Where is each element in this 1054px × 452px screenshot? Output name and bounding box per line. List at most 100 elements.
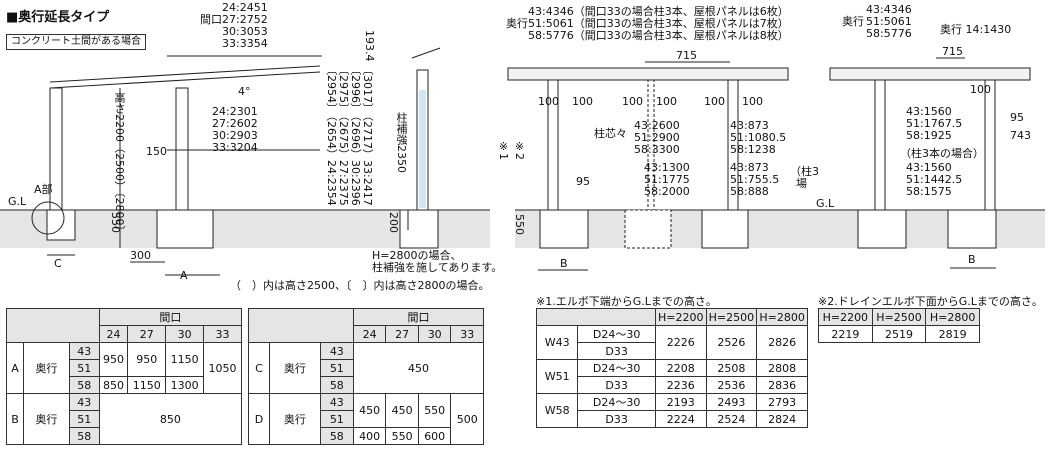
- mid-bot-2: 58:2000: [644, 185, 690, 198]
- h1-w58-r0-3: 2793: [756, 393, 808, 411]
- h1-w58-r0-2: 2493: [705, 393, 758, 411]
- mid-bot-0: 43:1300: [644, 161, 690, 174]
- h1-w43-v1: 2226: [654, 325, 707, 360]
- h1-w51-r1-1: 2236: [654, 376, 707, 394]
- front-715: 715: [676, 49, 697, 62]
- post-h1-0: 24:2354: [325, 160, 338, 206]
- dim-lower-3: 33:3204: [212, 141, 258, 154]
- table-ab-header: 間口: [98, 308, 243, 326]
- r-bot-0: 43:873: [730, 161, 769, 174]
- post-h3-2: 〔2996〕: [349, 64, 362, 114]
- post-h3-0: 〔2954〕: [325, 64, 338, 114]
- d-cell-0-3: 500: [450, 393, 484, 445]
- mid-top-0: 43:2600: [634, 119, 680, 132]
- front-depth-prefix: 奥行: [506, 17, 528, 30]
- side-depth-1: 51:5061: [866, 15, 912, 28]
- h1-w58-r1-2: 2524: [705, 410, 758, 428]
- post-h2-3: （2717）: [361, 110, 374, 160]
- row-a-depth: 奥行: [23, 342, 70, 394]
- front-100-e: 100: [704, 95, 725, 108]
- note-1: ※1.エルボ下端からG.Lまでの高さ。: [536, 295, 717, 308]
- cd-d58: 58: [319, 376, 354, 394]
- h2-col-2: H=2800: [925, 308, 980, 326]
- post-h1-2: 30:2396: [349, 160, 362, 206]
- table-h2: H=2200 H=2500 H=2800 2219 2519 2819: [818, 308, 980, 343]
- d-cell-0-2: 550: [417, 393, 452, 428]
- post-h3-1: 〔2975〕: [337, 64, 350, 114]
- ab-d43: 43: [68, 342, 100, 360]
- side-bot-2: 58:1575: [906, 185, 952, 198]
- side-715: 715: [942, 45, 963, 58]
- side-depth-0: 43:4346: [866, 3, 912, 16]
- side-743: 743: [1010, 129, 1031, 142]
- a-cell-0-1: 950: [127, 342, 167, 377]
- front-100-a: 100: [538, 95, 559, 108]
- cd-dd51: 51: [319, 410, 354, 428]
- dim-200: 200: [387, 212, 400, 233]
- a-cell-0-0: 950: [98, 342, 129, 377]
- a-cell-1-0: 850: [98, 376, 129, 394]
- mid-top-2: 58:3300: [634, 143, 680, 156]
- dim-150: 150: [146, 145, 167, 158]
- h1-w43-d1: D24〜30: [577, 325, 656, 343]
- ab-col-2: 30: [165, 325, 205, 343]
- label-b-side: B: [968, 253, 976, 266]
- post-h2-1: （2675）: [337, 110, 350, 160]
- b-value: 850: [98, 393, 243, 445]
- d-cell-1-1: 550: [385, 427, 419, 445]
- cd-dd58: 58: [319, 427, 354, 445]
- h2-col-1: H=2500: [871, 308, 927, 326]
- note-paren: （ ）内は高さ2500、〔 〕内は高さ2800の場合。: [230, 279, 490, 292]
- star1: ※1: [497, 140, 510, 160]
- h1-w58-r1-3: 2824: [756, 410, 808, 428]
- r-top-2: 58:1238: [730, 143, 776, 156]
- d-cell-1-0: 400: [352, 427, 387, 445]
- table-cd: 間口 24 27 30 33 C 奥行 43 450 51 58 D 奥行 43…: [248, 308, 485, 445]
- post-h1-1: 27:2375: [337, 160, 350, 206]
- front-depth-1: 51:5061（間口33の場合柱3本、屋根パネルは7枚）: [528, 17, 789, 30]
- h1-w58-d2: D33: [577, 410, 656, 428]
- side-depth-prefix: 奥行: [842, 15, 864, 28]
- h1-col-1: H=2500: [705, 308, 758, 326]
- front-depth-2: 58:5776（間口33の場合柱3本、屋根パネルは8枚）: [528, 29, 789, 42]
- col3-case: （柱3本の場合）: [900, 147, 984, 160]
- row-d: D: [248, 393, 270, 445]
- post-h1-3: 33:2417: [361, 160, 374, 206]
- dim-height-main: 高さ2200（2500）〔2800〕: [113, 92, 126, 237]
- ab-b-d51: 51: [68, 410, 100, 428]
- h1-col-0: H=2200: [654, 308, 707, 326]
- h2-val-1: 2519: [871, 325, 927, 343]
- cd-col-1: 27: [385, 325, 419, 343]
- col3-side2: 場: [796, 177, 807, 190]
- dim-lower-0: 24:2301: [212, 105, 258, 118]
- row-b-depth: 奥行: [23, 393, 70, 445]
- c-value: 450: [352, 342, 485, 394]
- col3-side: （柱3: [790, 165, 819, 178]
- star2: ※2: [513, 140, 526, 160]
- depth-ext: 奥行 14:1430: [940, 23, 1012, 36]
- table-h1: H=2200 H=2500 H=2800 W43 D24〜30 2226 252…: [535, 308, 808, 428]
- r-top-0: 43:873: [730, 119, 769, 132]
- dim-lower-1: 27:2602: [212, 117, 258, 130]
- r-bot-1: 51:755.5: [730, 173, 780, 186]
- note-2: ※2.ドレインエルボ下面からG.Lまでの高さ。: [818, 295, 1043, 308]
- r-bot-2: 58:888: [730, 185, 769, 198]
- dim-maguchi-3: 33:3354: [222, 37, 268, 50]
- side-bot-0: 43:1560: [906, 161, 952, 174]
- h1-w43: W43: [535, 325, 579, 360]
- ab-b-d58: 58: [68, 427, 100, 445]
- h1-w51-r0-3: 2808: [756, 359, 808, 377]
- gl-right: G.L: [816, 197, 835, 210]
- dim-maguchi-1: 27:2752: [222, 13, 268, 26]
- ab-col-0: 24: [98, 325, 129, 343]
- side-depth-2: 58:5776: [866, 27, 912, 40]
- note-h2800b: 柱補強を施してあります。: [372, 261, 503, 274]
- front-95: 95: [576, 175, 590, 188]
- dim-lower-2: 30:2903: [212, 129, 258, 142]
- front-100-d: 100: [656, 95, 677, 108]
- post-h2-2: （2696）: [349, 110, 362, 160]
- h1-w51-d2: D33: [577, 376, 656, 394]
- cd-d43: 43: [319, 342, 354, 360]
- side-top-0: 43:1560: [906, 105, 952, 118]
